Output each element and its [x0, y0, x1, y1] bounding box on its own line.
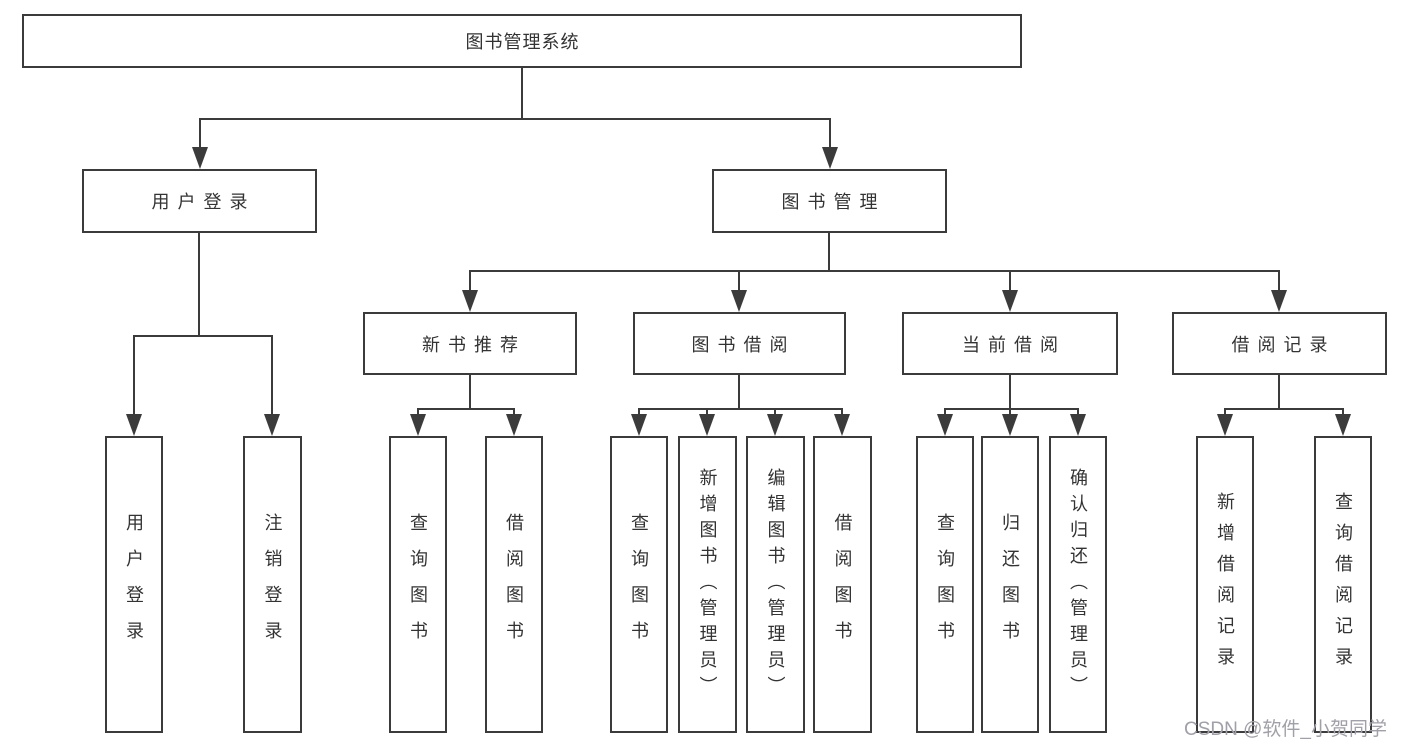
- arrowhead-down-icon: [462, 290, 478, 312]
- connector-line-h: [639, 408, 843, 410]
- node-borrow-record: 借阅记录: [1172, 312, 1387, 375]
- connector-line-v: [829, 118, 831, 150]
- connector-line-v: [271, 335, 273, 417]
- leaf-query-borrow-record: 查询借阅记录: [1314, 436, 1372, 733]
- connector-line-v: [417, 408, 419, 418]
- connector-line-v: [828, 233, 830, 270]
- node-new-book-recommend: 新书推荐: [363, 312, 577, 375]
- node-label: 新书推荐: [422, 334, 526, 355]
- leaf-borrow-book-recommend: 借阅图书: [485, 436, 543, 733]
- leaf-user-login: 用户登录: [105, 436, 163, 733]
- node-label: 图书借阅: [691, 334, 796, 355]
- watermark: CSDN @软件_小贺同学: [1184, 719, 1387, 740]
- connector-line-v: [469, 375, 471, 408]
- connector-line-h: [418, 408, 515, 410]
- leaf-label: 借阅图书: [504, 512, 524, 657]
- connector-line-v: [469, 270, 471, 294]
- leaf-label: 查询图书: [629, 512, 649, 657]
- leaf-label: 注销登录: [262, 512, 283, 657]
- leaf-label: 查询图书: [408, 512, 428, 657]
- node-library-system: 图书管理系统: [22, 14, 1022, 68]
- connector-line-v: [1278, 270, 1280, 294]
- arrowhead-down-icon: [631, 414, 647, 436]
- leaf-logout-login: 注销登录: [243, 436, 302, 733]
- connector-line-v: [638, 408, 640, 418]
- connector-line-v: [841, 408, 843, 418]
- connector-line-v: [738, 375, 740, 408]
- connector-line-v: [944, 408, 946, 418]
- node-book-management: 图书管理: [712, 169, 947, 233]
- connector-line-v: [1278, 375, 1280, 408]
- connector-line-v: [198, 233, 200, 335]
- node-label: 用户登录: [151, 192, 256, 212]
- arrowhead-down-icon: [1070, 414, 1086, 436]
- leaf-add-book-admin: 新增图书（管理员）: [678, 436, 737, 733]
- arrowhead-down-icon: [1335, 414, 1351, 436]
- leaf-query-book-current: 查询图书: [916, 436, 974, 733]
- leaf-query-book-recommend: 查询图书: [389, 436, 447, 733]
- arrowhead-down-icon: [699, 414, 715, 436]
- leaf-label: 编辑图书（管理员）: [765, 467, 786, 702]
- leaf-confirm-return-admin: 确认归还（管理员）: [1049, 436, 1107, 733]
- connector-line-v: [774, 408, 776, 418]
- arrowhead-down-icon: [937, 414, 953, 436]
- node-current-borrow: 当前借阅: [902, 312, 1118, 375]
- arrowhead-down-icon: [506, 414, 522, 436]
- connector-line-v: [1077, 408, 1079, 418]
- arrowhead-down-icon: [767, 414, 783, 436]
- leaf-query-book-borrow: 查询图书: [610, 436, 668, 733]
- leaf-label: 借阅图书: [832, 512, 853, 657]
- node-user-login: 用户登录: [82, 169, 317, 233]
- leaf-return-book: 归还图书: [981, 436, 1039, 733]
- arrowhead-down-icon: [731, 290, 747, 312]
- connector-line-v: [199, 118, 201, 150]
- leaf-label: 归还图书: [1000, 512, 1020, 657]
- connector-line-v: [738, 270, 740, 294]
- leaf-label: 查询图书: [935, 512, 955, 657]
- connector-line-v: [513, 408, 515, 418]
- leaf-label: 新增图书（管理员）: [697, 467, 718, 702]
- connector-line-h: [945, 408, 1079, 410]
- node-label: 当前借阅: [962, 334, 1066, 355]
- leaf-edit-book-admin: 编辑图书（管理员）: [746, 436, 805, 733]
- leaf-label: 新增借阅记录: [1215, 491, 1235, 678]
- arrowhead-down-icon: [126, 414, 142, 436]
- arrowhead-down-icon: [834, 414, 850, 436]
- arrowhead-down-icon: [1271, 290, 1287, 312]
- connector-line-v: [521, 68, 523, 118]
- leaf-borrow-book: 借阅图书: [813, 436, 872, 733]
- leaf-label: 用户登录: [124, 512, 144, 657]
- connector-line-v: [1224, 408, 1226, 418]
- connector-line-v: [1009, 408, 1011, 418]
- connector-line-v: [1009, 270, 1011, 294]
- connector-line-v: [1342, 408, 1344, 418]
- arrowhead-down-icon: [410, 414, 426, 436]
- arrowhead-down-icon: [264, 414, 280, 436]
- connector-line-v: [706, 408, 708, 418]
- arrowhead-down-icon: [1002, 290, 1018, 312]
- connector-line-h: [199, 118, 831, 120]
- connector-line-h: [133, 335, 273, 337]
- arrowhead-down-icon: [1002, 414, 1018, 436]
- connector-line-v: [133, 335, 135, 417]
- leaf-label: 确认归还（管理员）: [1068, 467, 1088, 702]
- arrowhead-down-icon: [822, 147, 838, 169]
- node-book-borrow: 图书借阅: [633, 312, 846, 375]
- leaf-label: 查询借阅记录: [1333, 491, 1353, 678]
- node-label: 图书管理系统: [465, 32, 580, 52]
- connector-line-h: [470, 270, 1280, 272]
- node-label: 图书管理: [781, 192, 886, 212]
- arrowhead-down-icon: [1217, 414, 1233, 436]
- node-label: 借阅记录: [1231, 334, 1336, 355]
- leaf-add-borrow-record: 新增借阅记录: [1196, 436, 1254, 733]
- connector-line-v: [1009, 375, 1011, 408]
- arrowhead-down-icon: [192, 147, 208, 169]
- connector-line-h: [1225, 408, 1344, 410]
